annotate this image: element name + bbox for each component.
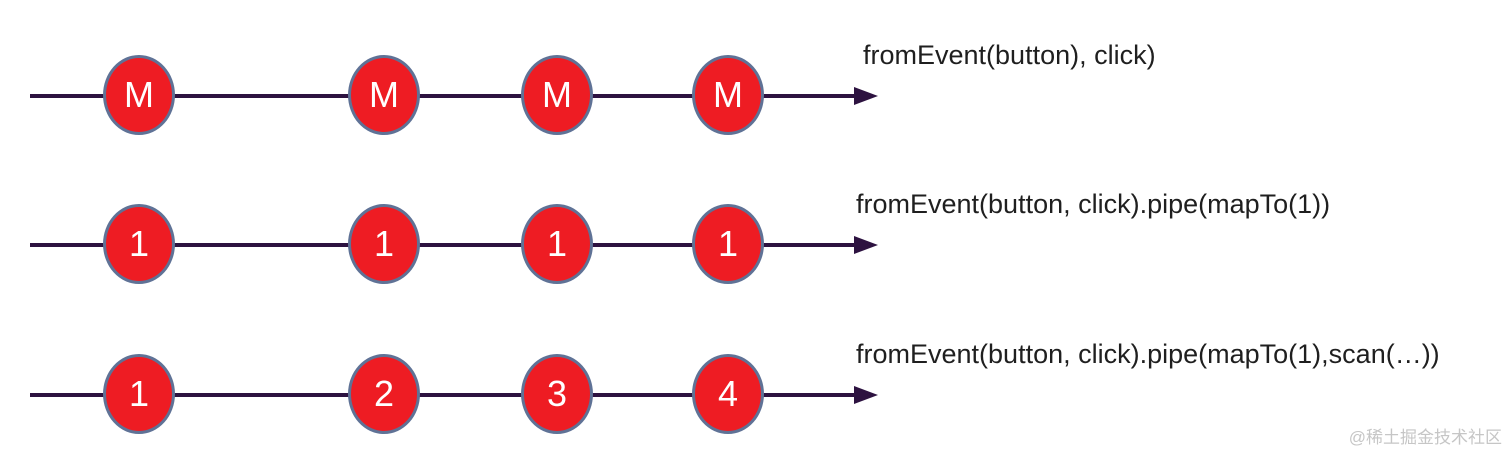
marble: M (103, 55, 175, 135)
marble: 1 (103, 204, 175, 284)
marble-label: 1 (128, 223, 150, 264)
marble: M (521, 55, 593, 135)
timeline-arrowhead-icon (854, 236, 878, 254)
marble-label: 2 (373, 373, 395, 414)
marble-label: 4 (717, 373, 739, 414)
code-label: fromEvent(button, click).pipe(mapTo(1),s… (856, 339, 1440, 369)
watermark: @稀土掘金技术社区 (1348, 428, 1502, 447)
marble-label: M (124, 74, 154, 115)
marble-label: M (542, 74, 572, 115)
code-label: fromEvent(button), click) (863, 40, 1156, 70)
marble: 1 (692, 204, 764, 284)
timeline-line (30, 243, 856, 247)
marble-label: 3 (546, 373, 568, 414)
marble: 1 (521, 204, 593, 284)
marble-label: 1 (128, 373, 150, 414)
timeline-arrowhead-icon (854, 386, 878, 404)
marble: 1 (103, 354, 175, 434)
timeline-arrowhead-icon (854, 87, 878, 105)
marble-label: M (369, 74, 399, 115)
marble: M (692, 55, 764, 135)
timeline-line (30, 94, 856, 98)
marble: M (348, 55, 420, 135)
marble-label: 1 (373, 223, 395, 264)
marble: 4 (692, 354, 764, 434)
marble-label: 1 (717, 223, 739, 264)
marble: 1 (348, 204, 420, 284)
marble: 3 (521, 354, 593, 434)
code-label: fromEvent(button, click).pipe(mapTo(1)) (856, 189, 1331, 219)
timeline-line (30, 393, 856, 397)
marble: 2 (348, 354, 420, 434)
marble-label: M (713, 74, 743, 115)
marble-label: 1 (546, 223, 568, 264)
